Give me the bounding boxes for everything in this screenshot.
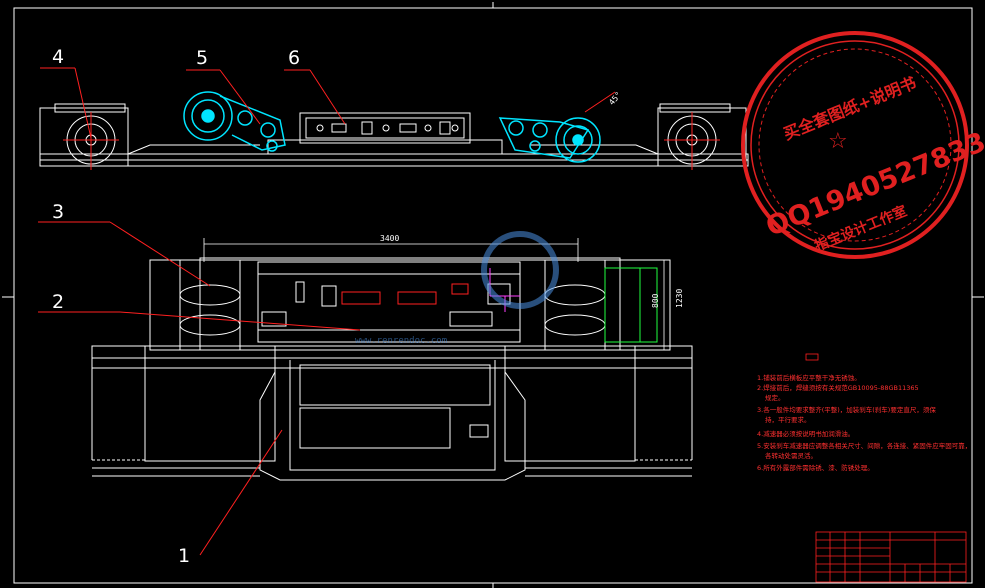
callout-1-label: 1 — [178, 545, 190, 567]
title-block — [815, 531, 967, 583]
callout-3-label: 3 — [52, 201, 64, 223]
note-line-8: 各转动处需灵活。 — [765, 451, 817, 460]
callout-2-label: 2 — [52, 291, 64, 313]
note-line-5: 持，平行要求。 — [765, 415, 811, 424]
dimension-800: 800 — [604, 267, 660, 343]
note-line-3: 规定。 — [765, 393, 785, 402]
dimension-right-label: 1230 — [675, 289, 684, 308]
right-drive-assembly — [498, 117, 601, 163]
callout-4: 4 — [40, 46, 92, 139]
stamp-star-icon: ☆ — [828, 129, 848, 154]
angle-label: 45° — [607, 90, 623, 107]
note-line-7: 5.安装刹车减速器应调整各相关尺寸、间隙，各连接、紧固件应牢固可靠， — [757, 441, 971, 450]
callout-5: 5 — [186, 47, 261, 125]
dimension-800-label: 800 — [651, 293, 660, 308]
section-view — [91, 345, 693, 481]
note-line-6: 4.减速器必须按说明书加润滑油。 — [757, 429, 854, 438]
callout-5-label: 5 — [196, 47, 208, 69]
dimension-right: 1230 — [663, 260, 684, 350]
note-line-9: 6.所有外露部件需除锈、漆、防锈处理。 — [757, 463, 874, 472]
note-line-4: 3.各一般件均要求整齐(平整)，加装刹车(刹车)要定直尺，须保 — [757, 405, 936, 414]
angle-mark: 45° — [584, 90, 623, 113]
callout-4-label: 4 — [52, 46, 64, 68]
callout-2: 2 — [38, 291, 361, 331]
note-line-1: 1.铺装前后横板应平整干净无锈蚀。 — [757, 373, 861, 382]
watermark: www.renrendoc.com — [355, 231, 559, 346]
dimension-3400: 3400 — [203, 234, 579, 262]
technical-notes: 1.铺装前后横板应平整干净无锈蚀。 2.焊接前后，焊缝须按有关规范GB10095… — [757, 353, 971, 472]
plan-view — [91, 257, 693, 369]
seller-stamp: 买全套图纸+说明书 QQ1940527833 指宝设计工作室 ☆ — [741, 31, 985, 259]
dimension-3400-label: 3400 — [380, 234, 399, 243]
note-line-2: 2.焊接前后，焊缝须按有关规范GB10095-88GB11365 — [757, 383, 919, 392]
callout-6-label: 6 — [288, 47, 300, 69]
side-elevation-view — [39, 103, 749, 170]
callout-1: 1 — [178, 429, 283, 567]
stamp-top-text: 买全套图纸+说明书 — [781, 73, 919, 144]
left-drive-assembly — [183, 91, 286, 152]
callout-3: 3 — [38, 201, 211, 287]
watermark-text: www.renrendoc.com — [355, 336, 447, 346]
callout-6: 6 — [284, 47, 346, 125]
